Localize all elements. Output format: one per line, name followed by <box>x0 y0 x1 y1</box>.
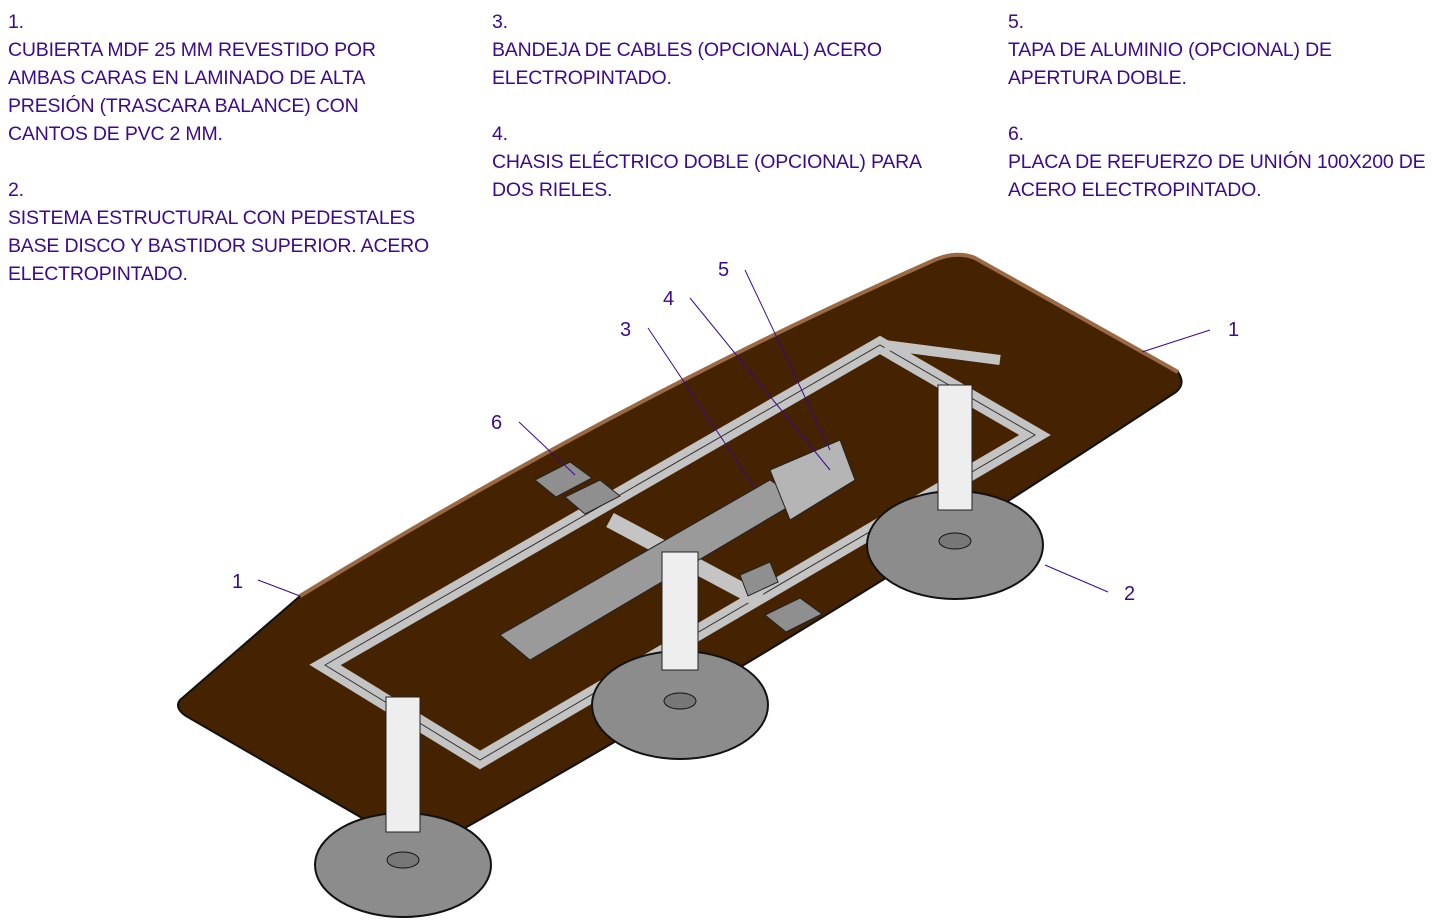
note-5-number: 5. <box>1008 11 1024 33</box>
leader-lines <box>257 269 1211 597</box>
note-3-number: 3. <box>492 11 508 33</box>
callout-3: 3 <box>620 319 631 341</box>
note-6: 6. PLACA DE REFUERZO DE UNIÓN 100X200 DE… <box>1008 120 1426 204</box>
note-4-text: CHASIS ELÉCTRICO DOBLE (OPCIONAL) PARA D… <box>492 151 922 201</box>
pedestal-center <box>591 551 769 760</box>
pedestal-left <box>314 696 492 918</box>
note-6-number: 6. <box>1008 123 1024 145</box>
callout-1-right: 1 <box>1228 319 1239 341</box>
callout-1-left: 1 <box>232 571 243 593</box>
pedestal-right <box>866 384 1044 600</box>
table-edge <box>298 252 1179 598</box>
note-3: 3. BANDEJA DE CABLES (OPCIONAL) ACERO EL… <box>492 8 882 92</box>
reinforcement-plates <box>534 461 823 633</box>
callout-6: 6 <box>491 412 502 434</box>
note-2-number: 2. <box>8 179 24 201</box>
note-4-number: 4. <box>492 123 508 145</box>
note-5-text: TAPA DE ALUMINIO (OPCIONAL) DE APERTURA … <box>1008 39 1332 89</box>
note-3-text: BANDEJA DE CABLES (OPCIONAL) ACERO ELECT… <box>492 39 882 89</box>
note-5: 5. TAPA DE ALUMINIO (OPCIONAL) DE APERTU… <box>1008 8 1332 92</box>
note-1: 1. CUBIERTA MDF 25 MM REVESTIDO POR AMBA… <box>8 8 376 148</box>
note-6-text: PLACA DE REFUERZO DE UNIÓN 100X200 DE AC… <box>1008 151 1426 201</box>
cable-tray <box>499 439 856 661</box>
callout-2: 2 <box>1124 583 1135 605</box>
note-2-text: SISTEMA ESTRUCTURAL CON PEDESTALES BASE … <box>8 207 429 285</box>
note-1-text: CUBIERTA MDF 25 MM REVESTIDO POR AMBAS C… <box>8 39 376 145</box>
note-2: 2. SISTEMA ESTRUCTURAL CON PEDESTALES BA… <box>8 176 429 288</box>
callout-4: 4 <box>663 288 674 310</box>
note-1-number: 1. <box>8 11 24 33</box>
callout-5: 5 <box>718 259 729 281</box>
note-4: 4. CHASIS ELÉCTRICO DOBLE (OPCIONAL) PAR… <box>492 120 922 204</box>
